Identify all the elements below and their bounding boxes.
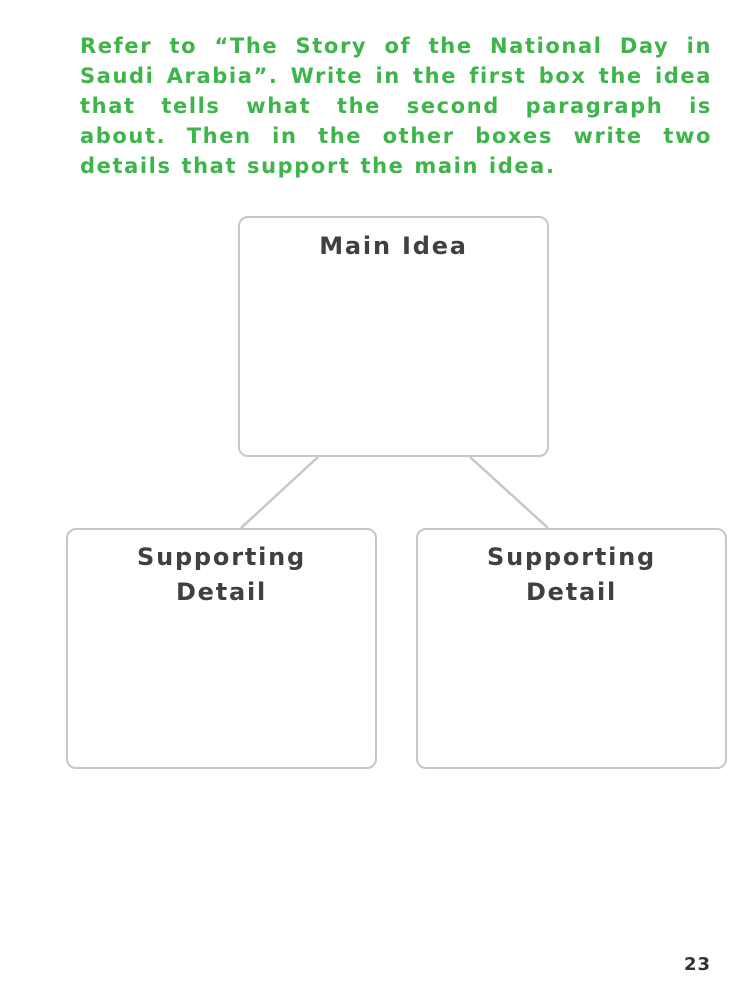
supporting-detail-title-1-line-1: Supporting — [136, 543, 307, 571]
supporting-detail-box-1[interactable]: Supporting Detail — [66, 528, 377, 769]
connector-line-right — [469, 456, 549, 529]
main-idea-box[interactable]: Main Idea — [238, 216, 549, 457]
supporting-detail-title-2-line-1: Supporting — [486, 543, 657, 571]
supporting-detail-title-2-line-2: Detail — [525, 578, 618, 606]
connector-line-left — [240, 456, 319, 529]
instructions-text: Refer to “The Story of the National Day … — [80, 34, 712, 178]
page-number: 23 — [683, 954, 711, 975]
supporting-detail-title-1: Supporting Detail — [68, 530, 375, 610]
main-idea-title: Main Idea — [319, 232, 468, 260]
supporting-detail-box-2[interactable]: Supporting Detail — [416, 528, 727, 769]
supporting-detail-title-1-line-2: Detail — [175, 578, 268, 606]
supporting-detail-title-2: Supporting Detail — [418, 530, 725, 610]
